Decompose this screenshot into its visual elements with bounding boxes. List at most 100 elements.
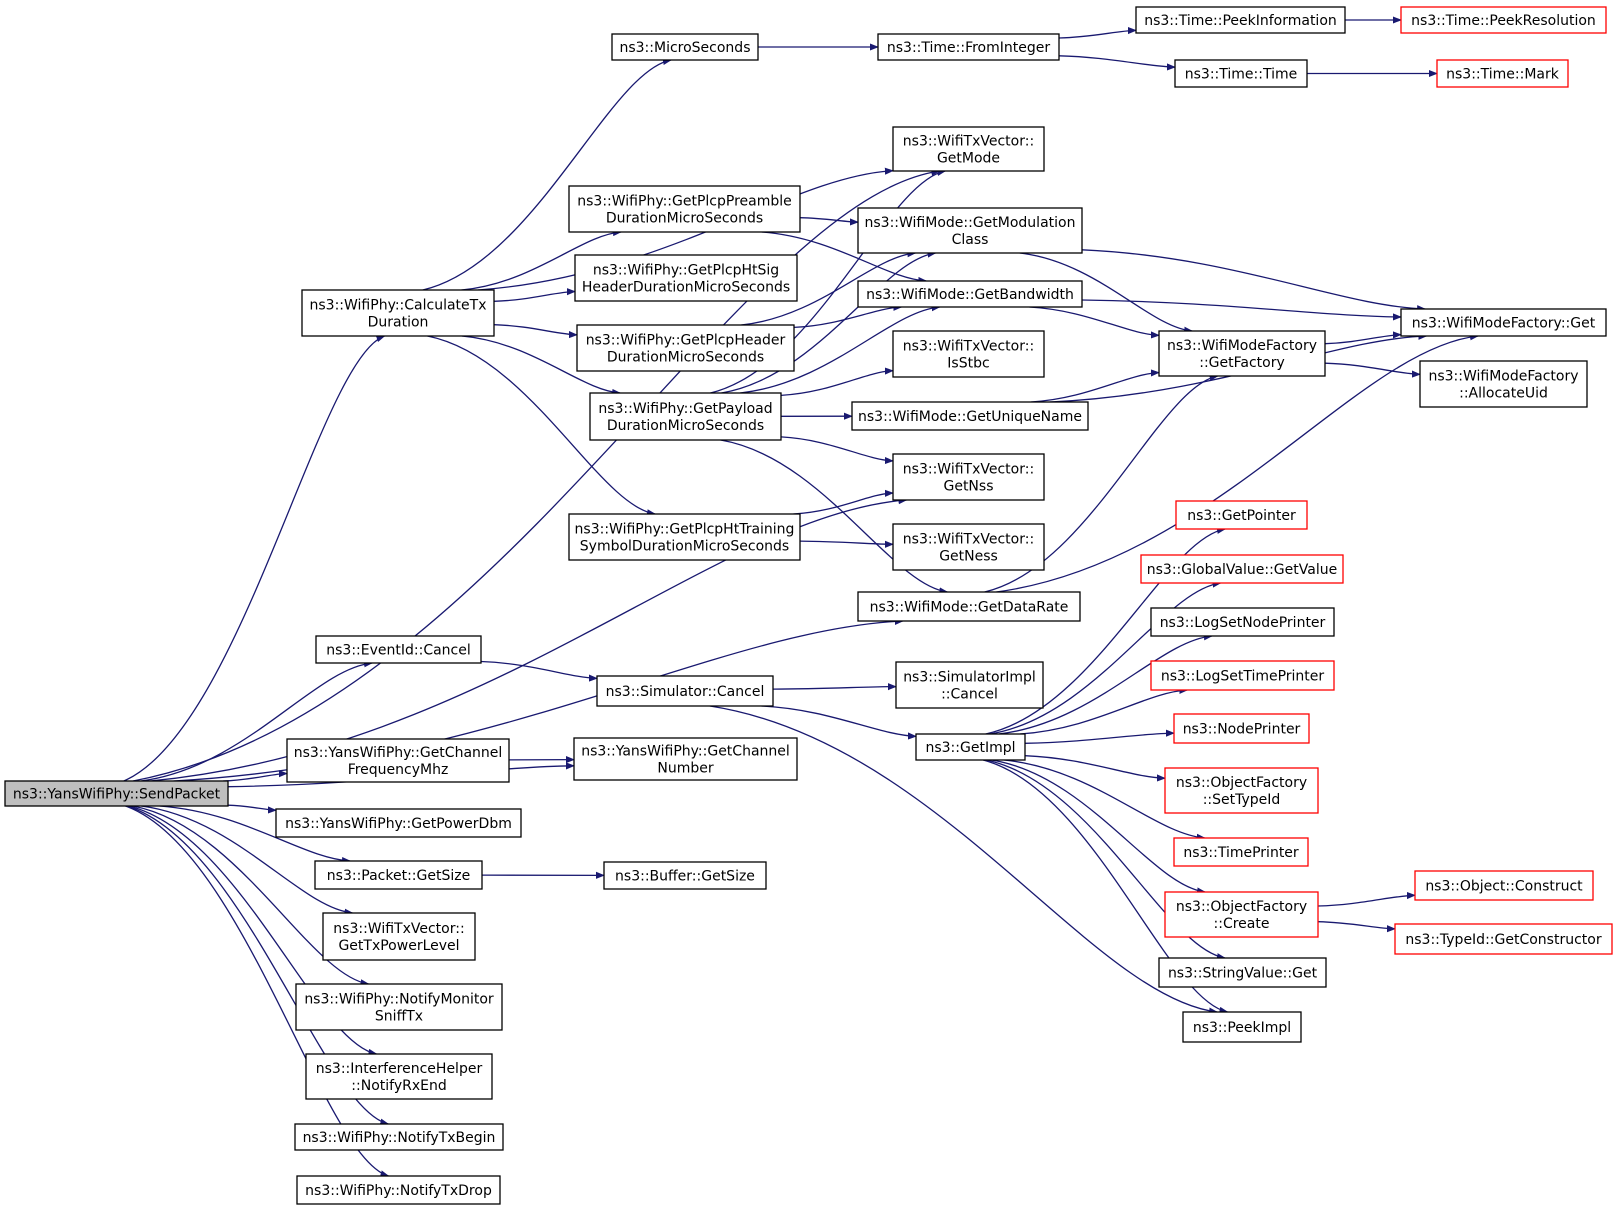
node-box-htsig bbox=[574, 254, 798, 302]
node-getnss[interactable]: ns3::WifiTxVector::GetNss bbox=[892, 453, 1045, 501]
node-rxend[interactable]: ns3::InterferenceHelper::NotifyRxEnd bbox=[305, 1053, 493, 1100]
node-isstbc[interactable]: ns3::WifiTxVector::IsStbc bbox=[892, 330, 1045, 378]
node-datarate[interactable]: ns3::WifiMode::GetDataRate bbox=[857, 591, 1081, 622]
node-send[interactable]: ns3::YansWifiPhy::SendPacket bbox=[4, 780, 229, 807]
node-bandwidth[interactable]: ns3::WifiMode::GetBandwidth bbox=[857, 280, 1083, 308]
node-peekinfo[interactable]: ns3::Time::PeekInformation bbox=[1135, 6, 1346, 34]
node-stringget[interactable]: ns3::StringValue::Get bbox=[1158, 957, 1327, 988]
node-label-isstbc-0: ns3::WifiTxVector:: bbox=[903, 339, 1034, 355]
node-timeprinter[interactable]: ns3::TimePrinter bbox=[1173, 837, 1309, 867]
node-label-timeprinter-0: ns3::TimePrinter bbox=[1183, 845, 1299, 861]
node-label-simimplcancel-0: ns3::SimulatorImpl bbox=[903, 670, 1036, 686]
node-peekres[interactable]: ns3::Time::PeekResolution bbox=[1400, 6, 1607, 34]
node-box-evcancel bbox=[315, 635, 482, 664]
node-label-getfactory-0: ns3::WifiModeFactory bbox=[1167, 338, 1317, 354]
node-globalvalue[interactable]: ns3::GlobalValue::GetValue bbox=[1140, 554, 1344, 584]
node-box-preamble bbox=[568, 185, 801, 233]
edge-create-to-getconstructor bbox=[1317, 921, 1396, 933]
edge-httraining-to-getnss bbox=[793, 489, 894, 515]
node-txbegin[interactable]: ns3::WifiPhy::NotifyTxBegin bbox=[294, 1123, 504, 1151]
node-label-rxend-0: ns3::InterferenceHelper bbox=[316, 1061, 483, 1077]
node-label-settypeid-0: ns3::ObjectFactory bbox=[1176, 775, 1307, 791]
node-logtime[interactable]: ns3::LogSetTimePrinter bbox=[1150, 660, 1335, 691]
node-timetime[interactable]: ns3::Time::Time bbox=[1174, 59, 1308, 88]
edge-simcancel-to-peekimpl bbox=[709, 705, 1218, 1015]
node-nodeprinter[interactable]: ns3::NodePrinter bbox=[1173, 713, 1310, 744]
node-label-nodeprinter-0: ns3::NodePrinter bbox=[1183, 722, 1301, 738]
node-pktsize[interactable]: ns3::Packet::GetSize bbox=[314, 860, 483, 890]
edge-getimpl-to-globalvalue bbox=[990, 580, 1222, 735]
node-getconstructor[interactable]: ns3::TypeId::GetConstructor bbox=[1394, 923, 1613, 955]
node-box-uniquename bbox=[851, 401, 1089, 431]
node-lognode[interactable]: ns3::LogSetNodePrinter bbox=[1150, 607, 1335, 637]
node-htsig[interactable]: ns3::WifiPhy::GetPlcpHtSigHeaderDuration… bbox=[574, 254, 798, 302]
node-preamble[interactable]: ns3::WifiPhy::GetPlcpPreambleDurationMic… bbox=[568, 185, 801, 233]
node-box-txpower bbox=[322, 912, 476, 961]
node-settypeid[interactable]: ns3::ObjectFactory::SetTypeId bbox=[1164, 767, 1319, 814]
node-box-notifymon bbox=[295, 983, 503, 1031]
node-getmode[interactable]: ns3::WifiTxVector::GetMode bbox=[892, 126, 1045, 172]
node-box-getnss bbox=[892, 453, 1045, 501]
node-label-create-0: ns3::ObjectFactory bbox=[1176, 899, 1307, 915]
edge-calctx-to-payload bbox=[461, 335, 622, 396]
node-box-timeprinter bbox=[1173, 837, 1309, 867]
node-box-isstbc bbox=[892, 330, 1045, 378]
node-payload[interactable]: ns3::WifiPhy::GetPayloadDurationMicroSec… bbox=[589, 392, 782, 441]
node-objconstruct[interactable]: ns3::Object::Construct bbox=[1414, 870, 1594, 901]
node-box-lognode bbox=[1150, 607, 1335, 637]
node-peekimpl[interactable]: ns3::PeekImpl bbox=[1182, 1011, 1302, 1043]
node-micro[interactable]: ns3::MicroSeconds bbox=[611, 33, 759, 61]
edge-payload-to-bandwidth bbox=[740, 304, 941, 394]
node-bufsize[interactable]: ns3::Buffer::GetSize bbox=[603, 861, 767, 890]
node-evcancel[interactable]: ns3::EventId::Cancel bbox=[315, 635, 482, 664]
node-box-txbegin bbox=[294, 1123, 504, 1151]
node-label-bufsize-0: ns3::Buffer::GetSize bbox=[615, 869, 755, 885]
node-label-getconstructor-0: ns3::TypeId::GetConstructor bbox=[1405, 932, 1601, 948]
node-txdrop[interactable]: ns3::WifiPhy::NotifyTxDrop bbox=[296, 1175, 501, 1205]
node-label-modclass-0: ns3::WifiMode::GetModulation bbox=[865, 215, 1076, 231]
node-getfactory[interactable]: ns3::WifiModeFactory::GetFactory bbox=[1158, 330, 1326, 377]
node-box-peekinfo bbox=[1135, 6, 1346, 34]
node-label-simimplcancel-1: ::Cancel bbox=[941, 687, 998, 703]
node-label-evcancel-0: ns3::EventId::Cancel bbox=[326, 643, 471, 659]
node-box-calctx bbox=[301, 289, 495, 337]
edge-bandwidth-to-factoryget bbox=[1081, 299, 1402, 321]
node-timemark[interactable]: ns3::Time::Mark bbox=[1436, 59, 1569, 88]
node-allocuid[interactable]: ns3::WifiModeFactory::AllocateUid bbox=[1419, 360, 1588, 408]
edge-getimpl-to-stringget bbox=[986, 759, 1226, 961]
node-label-isstbc-1: IsStbc bbox=[947, 356, 989, 372]
edge-header-to-bandwidth bbox=[793, 303, 903, 329]
node-getpointer[interactable]: ns3::GetPointer bbox=[1175, 500, 1308, 530]
node-httraining[interactable]: ns3::WifiPhy::GetPlcpHtTrainingSymbolDur… bbox=[568, 513, 801, 561]
node-box-allocuid bbox=[1419, 360, 1588, 408]
node-create[interactable]: ns3::ObjectFactory::Create bbox=[1164, 891, 1319, 938]
node-simimplcancel[interactable]: ns3::SimulatorImpl::Cancel bbox=[895, 661, 1044, 709]
node-label-htsig-1: HeaderDurationMicroSeconds bbox=[582, 280, 790, 296]
node-getimpl[interactable]: ns3::GetImpl bbox=[915, 733, 1026, 761]
node-box-logtime bbox=[1150, 660, 1335, 691]
node-label-httraining-1: SymbolDurationMicroSeconds bbox=[580, 539, 789, 555]
edge-calctx-to-httraining bbox=[427, 335, 656, 517]
node-label-chanfreq-0: ns3::YansWifiPhy::GetChannel bbox=[294, 745, 503, 761]
edge-payload-to-isstbc bbox=[780, 367, 894, 397]
node-powerdbm[interactable]: ns3::YansWifiPhy::GetPowerDbm bbox=[275, 808, 522, 838]
node-box-simcancel bbox=[596, 675, 774, 707]
node-box-simimplcancel bbox=[895, 661, 1044, 709]
node-txpower[interactable]: ns3::WifiTxVector::GetTxPowerLevel bbox=[322, 912, 476, 961]
node-simcancel[interactable]: ns3::Simulator::Cancel bbox=[596, 675, 774, 707]
node-header[interactable]: ns3::WifiPhy::GetPlcpHeaderDurationMicro… bbox=[576, 324, 795, 372]
node-uniquename[interactable]: ns3::WifiMode::GetUniqueName bbox=[851, 401, 1089, 431]
node-factoryget[interactable]: ns3::WifiModeFactory::Get bbox=[1400, 308, 1607, 337]
edge-getimpl-to-peekimpl bbox=[982, 759, 1229, 1014]
edge-getimpl-to-getpointer bbox=[985, 526, 1226, 735]
node-box-pktsize bbox=[314, 860, 483, 890]
edge-uniquename-to-getfactory bbox=[1030, 369, 1160, 403]
node-frominteger[interactable]: ns3::Time::FromInteger bbox=[877, 33, 1060, 61]
edge-create-to-objconstruct bbox=[1317, 891, 1416, 907]
node-getness[interactable]: ns3::WifiTxVector::GetNess bbox=[892, 523, 1045, 571]
